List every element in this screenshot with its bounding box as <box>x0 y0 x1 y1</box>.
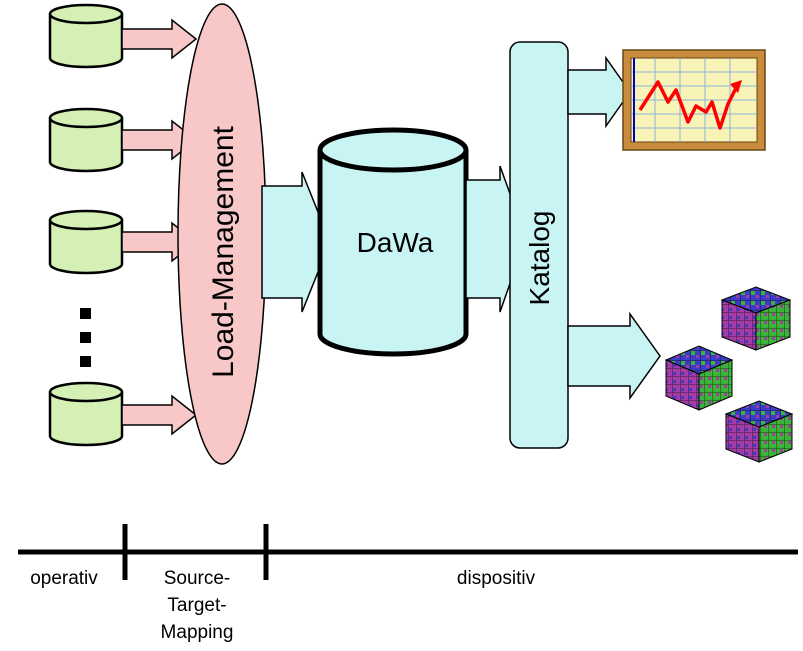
line-chart-icon <box>622 49 766 151</box>
source-database-icon <box>48 381 124 447</box>
katalog-to-report-arrow <box>567 55 631 129</box>
data-cube-icon <box>724 400 794 463</box>
source-database-icon <box>48 107 124 173</box>
load-management-label: Load-Management <box>207 125 240 378</box>
phase-label-source-line1: Source- <box>164 568 231 589</box>
katalog-to-olap-arrow <box>567 311 661 401</box>
data-cube-icon <box>664 345 734 411</box>
dawa-database-icon <box>317 127 469 357</box>
phase-label-dispositiv: dispositiv <box>457 568 536 589</box>
source-database-icon <box>48 3 124 69</box>
vertical-ellipsis-icon <box>80 308 91 367</box>
source-arrow <box>121 394 198 436</box>
source-arrow <box>121 18 198 60</box>
phase-label-operativ: operativ <box>30 568 98 589</box>
phase-label-source-line2: Target- <box>167 595 226 616</box>
source-database-group <box>48 3 124 447</box>
phase-label-source-line3: Mapping <box>161 622 234 643</box>
load-to-dawa-arrow <box>261 171 331 313</box>
dawa-label: DaWa <box>357 227 434 258</box>
timeline <box>18 524 798 580</box>
source-database-icon <box>48 209 124 275</box>
katalog-bar <box>509 41 569 449</box>
katalog-label: Katalog <box>524 211 555 306</box>
data-cube-icon <box>720 286 792 351</box>
